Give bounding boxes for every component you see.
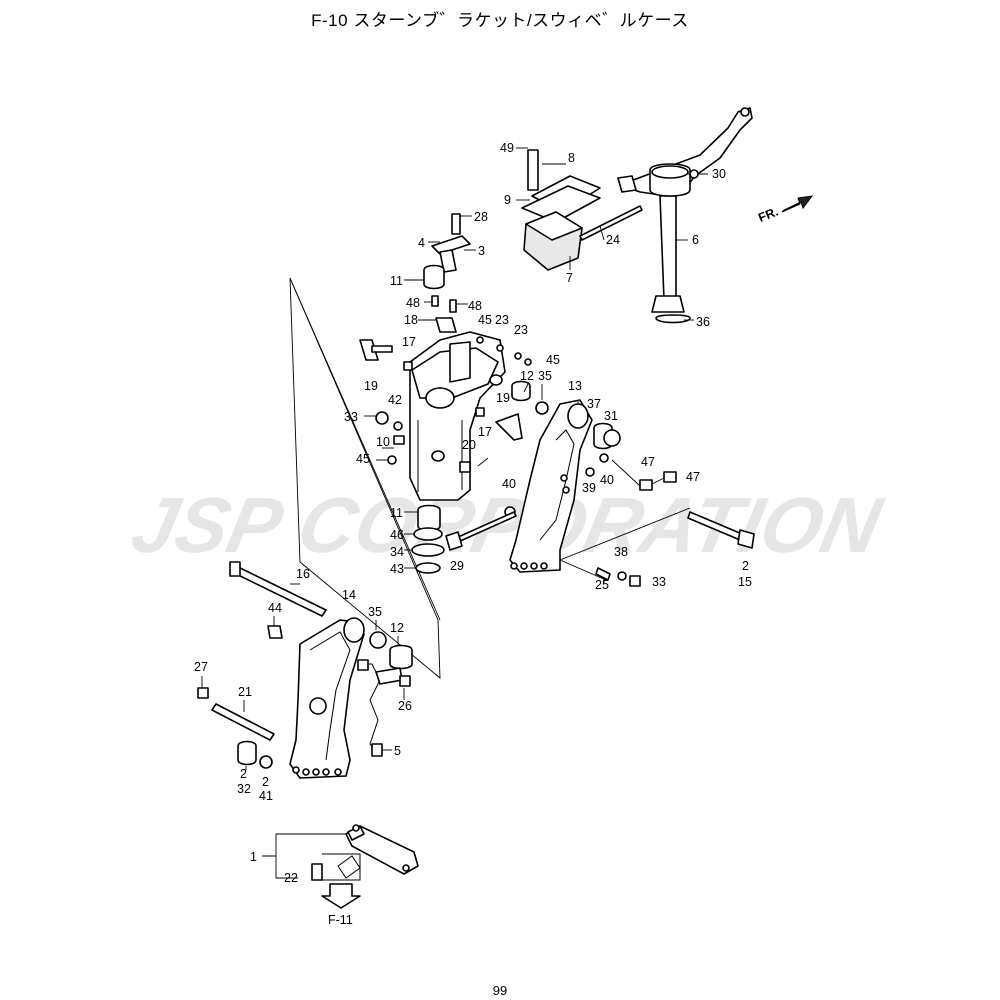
- label-38: 38: [614, 545, 628, 559]
- label-23b: 23: [514, 323, 528, 337]
- watermark-text: JSP CORPORATION: [124, 482, 890, 569]
- label-29: 29: [450, 559, 464, 573]
- label-4: 4: [418, 236, 425, 250]
- label-2a: 2: [742, 559, 749, 573]
- label-8: 8: [568, 151, 575, 165]
- trim-sensor-wire: [357, 659, 411, 757]
- label-44: 44: [268, 601, 282, 615]
- label-34: 34: [390, 545, 404, 559]
- label-40a: 40: [600, 473, 614, 487]
- label-17a: 17: [402, 335, 416, 349]
- label-25: 25: [595, 578, 609, 592]
- clamp-assembly: [311, 824, 419, 881]
- fr-label: FR.: [756, 204, 780, 225]
- label-3: 3: [478, 244, 485, 258]
- label-27: 27: [194, 660, 208, 674]
- label-33b: 33: [652, 575, 666, 589]
- page-number: 99: [492, 983, 508, 998]
- label-24: 24: [606, 233, 620, 247]
- label-10: 10: [376, 435, 390, 449]
- label-13: 13: [568, 379, 582, 393]
- page-title: F-10 スターンブ゛ラケット/スウィベ゛ルケース: [311, 11, 689, 30]
- fr-arrow-icon: [781, 195, 814, 213]
- label-35b: 35: [368, 605, 382, 619]
- label-1: 1: [250, 850, 257, 864]
- assembly-outline-2: [289, 277, 441, 621]
- label-19a: 19: [364, 379, 378, 393]
- label-5: 5: [394, 744, 401, 758]
- label-11a: 11: [390, 274, 403, 288]
- front-direction-marker: FR.: [756, 195, 814, 225]
- label-36: 36: [696, 315, 710, 329]
- label-48b: 48: [468, 299, 482, 313]
- label-12b: 12: [390, 621, 404, 635]
- steering-arm: [617, 107, 753, 324]
- callout-labels: 49 8 9 7 24 6 30 36 28 4 3 11 48 48 18 4…: [194, 141, 752, 927]
- label-33a: 33: [344, 410, 358, 424]
- label-12a: 12: [520, 369, 534, 383]
- label-49: 49: [500, 141, 514, 155]
- label-21: 21: [238, 685, 252, 699]
- label-9: 9: [504, 193, 511, 207]
- label-45a: 45: [478, 313, 492, 327]
- stern-bracket-right: [509, 399, 593, 573]
- case-fasteners: [375, 336, 549, 473]
- label-19b: 19: [496, 391, 510, 405]
- label-23a: 23: [495, 313, 509, 327]
- label-16: 16: [296, 567, 310, 581]
- label-15: 15: [738, 575, 752, 589]
- label-47a: 47: [641, 455, 655, 469]
- label-f11-reference: F-11: [328, 913, 353, 927]
- label-39: 39: [582, 481, 596, 495]
- label-30: 30: [712, 167, 726, 181]
- label-41: 41: [259, 789, 273, 803]
- label-32: 32: [237, 782, 251, 796]
- watermark-logo: JSP CORPORATION: [124, 482, 890, 569]
- bushing-stack: [411, 504, 445, 574]
- label-28: 28: [474, 210, 488, 224]
- label-45b: 45: [546, 353, 560, 367]
- label-26: 26: [398, 699, 412, 713]
- through-bolts: [445, 511, 755, 551]
- label-43: 43: [390, 562, 404, 576]
- label-40b: 40: [502, 477, 516, 491]
- label-2b: 2: [240, 767, 247, 781]
- label-11b: 11: [390, 506, 403, 520]
- label-47b: 47: [686, 470, 700, 484]
- label-46: 46: [390, 528, 404, 542]
- label-17b: 17: [478, 425, 492, 439]
- swivel-case: [359, 331, 506, 501]
- upper-small-parts: [423, 213, 471, 333]
- label-42: 42: [388, 393, 402, 407]
- label-20: 20: [462, 438, 476, 452]
- stern-bracket-left: [289, 617, 365, 779]
- label-14: 14: [342, 588, 356, 602]
- label-22: 22: [284, 871, 298, 885]
- label-45c: 45: [356, 452, 370, 466]
- label-48a: 48: [406, 296, 420, 310]
- steering-block: [521, 149, 643, 271]
- assembly-outline: [289, 277, 441, 679]
- label-7: 7: [566, 271, 573, 285]
- label-18: 18: [404, 313, 418, 327]
- label-31: 31: [604, 409, 618, 423]
- label-35a: 35: [538, 369, 552, 383]
- label-37: 37: [587, 397, 601, 411]
- label-6: 6: [692, 233, 699, 247]
- label-2c: 2: [262, 775, 269, 789]
